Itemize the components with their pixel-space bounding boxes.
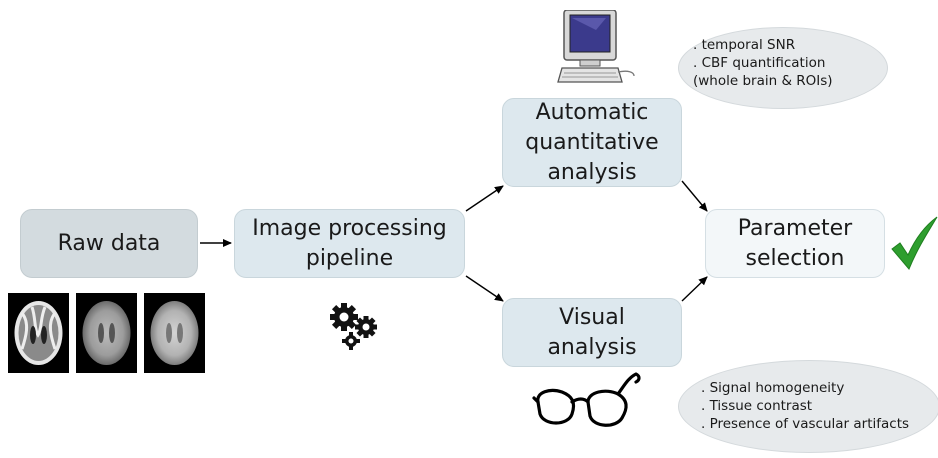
arrow-visual-to-parameter [681,276,708,302]
arrow-processing-to-visual [465,275,504,302]
visual-analysis-label: Visual analysis [547,304,637,360]
arrow-processing-to-automatic [465,185,504,212]
brain-mri-slice-asl-1 [76,293,137,373]
metric-item: . Presence of vascular artifacts [701,416,910,432]
visual-metrics-bubble: . Signal homogeneity . Tissue contrast .… [678,360,938,453]
automatic-analysis-box: Automatic quantitative analysis [502,98,682,187]
metric-item: . Tissue contrast [701,398,813,414]
brain-mri-slice-t1 [8,293,69,373]
checkmark-icon [891,216,938,270]
metric-item: . temporal SNR [693,37,796,53]
glasses-icon [532,372,641,427]
gears-icon [330,303,377,350]
parameter-selection-label: Parameter selection [737,215,853,271]
arrow-automatic-to-parameter [681,180,708,212]
automatic-analysis-label: Automatic quantitative analysis [525,99,659,185]
raw-data-box: Raw data [20,209,198,278]
image-processing-box: Image processing pipeline [234,209,465,278]
image-processing-label: Image processing pipeline [252,215,447,271]
metric-item: . CBF quantification [693,55,826,71]
parameter-selection-box: Parameter selection [705,209,885,278]
raw-data-label: Raw data [57,230,161,256]
metric-item: . Signal homogeneity [701,380,845,396]
automatic-metrics-bubble: . temporal SNR . CBF quantification (who… [678,27,888,109]
computer-icon [557,10,635,83]
metric-item: (whole brain & ROIs) [693,73,833,89]
brain-mri-slice-asl-2 [144,293,205,373]
visual-analysis-box: Visual analysis [502,298,682,367]
